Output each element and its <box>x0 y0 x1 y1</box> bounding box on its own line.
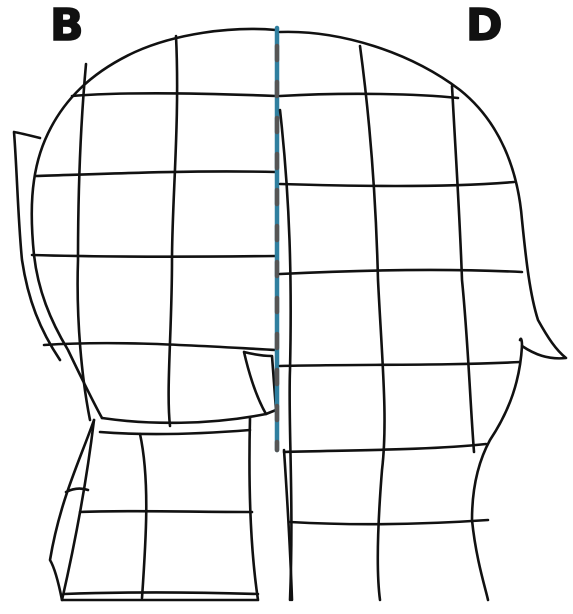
right-grid-row-2 <box>280 182 514 186</box>
left-grid-row-3 <box>32 255 276 257</box>
left-neck-outline <box>62 418 258 600</box>
left-head-outline <box>32 29 276 418</box>
left-neck-row-1 <box>100 430 250 434</box>
label-b: B <box>50 4 84 48</box>
left-half-b <box>14 29 276 600</box>
right-grid-col-2 <box>360 46 385 600</box>
right-half-d <box>280 32 566 600</box>
left-grid-row-1 <box>72 93 276 96</box>
right-grid-row-4 <box>280 362 520 366</box>
left-neck-back-flap <box>50 420 94 600</box>
left-ear-notch <box>244 352 276 414</box>
right-grid-row-1 <box>280 94 458 98</box>
left-grid-col-1 <box>78 64 90 420</box>
left-neck-row-2 <box>80 511 252 512</box>
left-jaw-line <box>102 414 266 423</box>
right-grid-row-6 <box>290 520 488 524</box>
left-neck-col-1 <box>140 434 146 598</box>
right-ear-edge <box>520 339 522 346</box>
right-head-outline <box>280 32 566 600</box>
left-neck-row-3 <box>64 593 258 595</box>
right-grid-row-3 <box>280 270 522 274</box>
left-grid-row-2 <box>36 171 276 176</box>
label-d: D <box>466 4 503 48</box>
